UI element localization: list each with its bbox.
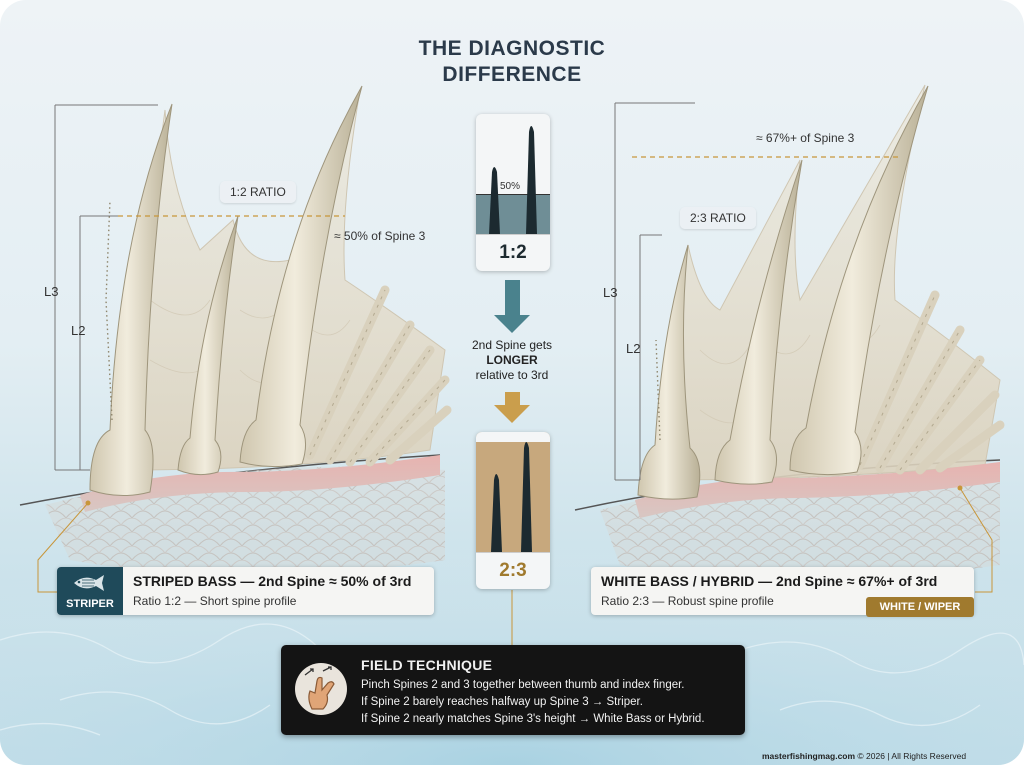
center-line-1: 2nd Spine gets: [471, 338, 553, 352]
striper-badge-text: STRIPER: [66, 598, 114, 610]
striper-l2-label: L2: [71, 323, 86, 338]
spine-silhouettes-2-3: [491, 442, 532, 552]
fish-icon: [74, 575, 104, 591]
white-ratio-chip: 2:3 RATIO: [680, 207, 756, 229]
title-line-1: THE DIAGNOSTIC: [418, 37, 606, 60]
footer-rights: © 2026 | All Rights Reserved: [855, 751, 967, 761]
striper-ratio-chip: 1:2 RATIO: [220, 181, 296, 203]
field-technique-box: FIELD TECHNIQUE Pinch Spines 2 and 3 tog…: [281, 645, 745, 735]
technique-line-1: Pinch Spines 2 and 3 together between th…: [361, 679, 685, 691]
striper-card-subtext: Ratio 1:2 — Short spine profile: [133, 594, 297, 608]
spine-silhouettes-1-2: [489, 126, 537, 234]
technique-title: FIELD TECHNIQUE: [361, 657, 493, 673]
ratio-card-1-2-label: 1:2: [476, 234, 550, 271]
striper-badge: STRIPER: [57, 567, 123, 615]
technique-line-3: If Spine 2 nearly matches Spine 3's heig…: [361, 713, 705, 725]
center-explanation: 2nd Spine gets LONGER relative to 3rd: [450, 338, 574, 383]
white-percent-note: ≈ 67%+ of Spine 3: [756, 131, 855, 145]
technique-line-2: If Spine 2 barely reaches halfway up Spi…: [361, 696, 643, 708]
ratio-card-2-3: 2:3: [476, 432, 550, 589]
white-bass-info-card: WHITE BASS / HYBRID — 2nd Spine ≈ 67%+ o…: [591, 567, 974, 617]
white-l2-label: L2: [626, 341, 641, 356]
striper-fin: [19, 85, 452, 593]
ratio-card-1-2: 50% 1:2: [476, 114, 550, 271]
white-wiper-badge: WHITE / WIPER: [866, 597, 974, 617]
page-title: THE DIAGNOSTIC DIFFERENCE: [362, 36, 662, 88]
striper-card-headline: STRIPED BASS — 2nd Spine ≈ 50% of 3rd: [133, 573, 412, 589]
hand-pinch-glyph: [304, 666, 335, 710]
ratio-card-2-3-label: 2:3: [476, 552, 550, 589]
white-bass-fin: [574, 84, 1005, 593]
striper-percent-note: ≈ 50% of Spine 3: [334, 229, 426, 243]
ratio-card-pct: 50%: [500, 181, 521, 192]
center-line-2: LONGER: [486, 353, 538, 367]
center-line-3: relative to 3rd: [475, 368, 549, 382]
center-arrows: [494, 280, 530, 648]
footer-site: masterfishingmag.com: [762, 751, 856, 761]
white-card-headline: WHITE BASS / HYBRID — 2nd Spine ≈ 67%+ o…: [601, 573, 938, 589]
white-card-subtext: Ratio 2:3 — Robust spine profile: [601, 594, 774, 608]
footer-credit: masterfishingmag.com © 2026 | All Rights…: [762, 751, 966, 761]
striper-l3-label: L3: [44, 284, 59, 299]
ratio-card-2-3-window: [476, 432, 550, 552]
ratio-card-1-2-window: 50%: [476, 114, 550, 234]
striper-info-card: STRIPER STRIPED BASS — 2nd Spine ≈ 50% o…: [57, 567, 434, 615]
title-line-2: DIFFERENCE: [442, 63, 582, 86]
white-l3-label: L3: [603, 285, 618, 300]
hand-pinch-icon: [295, 663, 347, 715]
